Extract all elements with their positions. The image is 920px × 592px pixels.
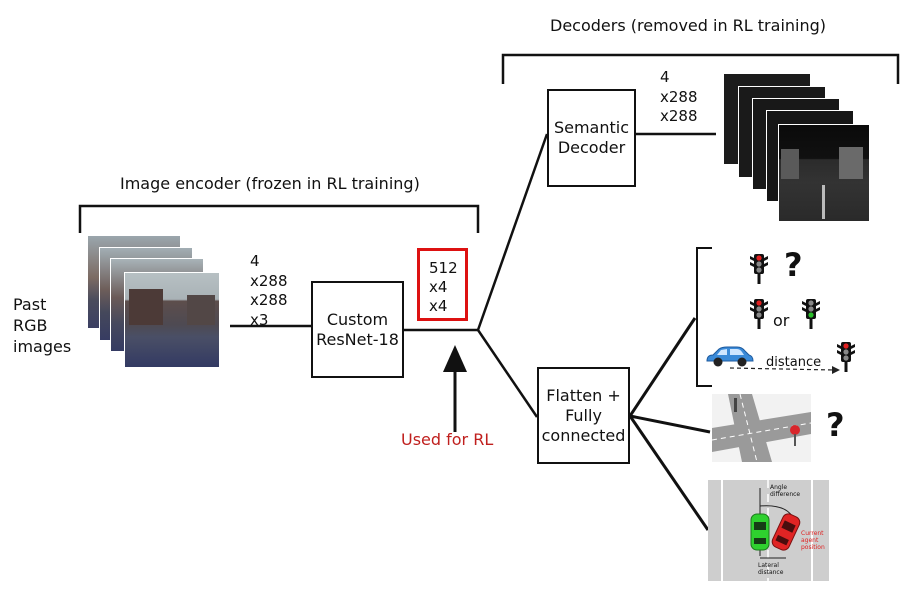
or-label: or: [773, 311, 790, 330]
fc-head-edge-1: [628, 317, 697, 417]
latent-to-fc-edge: [476, 329, 539, 418]
fc-head-edge-3: [628, 415, 710, 531]
decoders-title: Decoders (removed in RL training): [550, 16, 827, 35]
fc-box: Flatten + Fully connected: [537, 367, 630, 464]
input-label: Past RGB images: [13, 295, 72, 356]
rgb-image-stack: [88, 236, 224, 372]
semantic-dims: 4 x288 x288: [660, 68, 698, 125]
question-mark-2: ?: [826, 406, 845, 444]
latent-dims: 512 x4 x4: [429, 259, 458, 315]
current-agent-position-label: Current agent position: [801, 530, 825, 551]
encoder-bracket: [78, 204, 480, 233]
traffic-head-bracket: [696, 247, 712, 387]
traffic-light-green-icon: [801, 297, 821, 333]
rl-arrow-head: [443, 345, 467, 372]
seg-road-line: [822, 185, 825, 219]
lane-pose-image: Angle difference Current agent position …: [708, 480, 829, 581]
input-dims: 4 x288 x288 x3: [250, 252, 288, 329]
encoder-box: Custom ResNet-18: [311, 281, 404, 378]
stop-sign-icon: [788, 424, 802, 450]
angle-difference-label: Angle difference: [770, 484, 801, 498]
distance-label: distance: [766, 355, 822, 370]
decoders-bracket: [501, 53, 900, 84]
car-icon: [705, 345, 755, 373]
encoder-title: Image encoder (frozen in RL training): [120, 174, 420, 193]
seg-building: [839, 147, 863, 179]
semantic-decoder-box: Semantic Decoder: [547, 89, 636, 187]
intersection-image: [712, 394, 811, 462]
traffic-light-distance-icon: [836, 340, 856, 376]
question-mark-1: ?: [784, 246, 803, 284]
latent-to-semantic-edge: [476, 133, 549, 331]
fc-head-edge-2: [629, 414, 711, 434]
lateral-distance-label: Lateral distance: [758, 562, 784, 576]
rgb-frame-front: [124, 272, 220, 368]
seg-frame-front: [778, 124, 870, 222]
distance-arrow: [729, 366, 840, 374]
building-shape: [187, 295, 215, 325]
traffic-light-icon: [749, 252, 769, 288]
traffic-light-red-icon: [749, 297, 769, 333]
building-shape: [129, 289, 163, 325]
rl-label: Used for RL: [401, 430, 494, 449]
seg-building: [781, 149, 799, 179]
latent-highlight-box: [417, 248, 468, 321]
segmentation-stack: [724, 74, 870, 222]
